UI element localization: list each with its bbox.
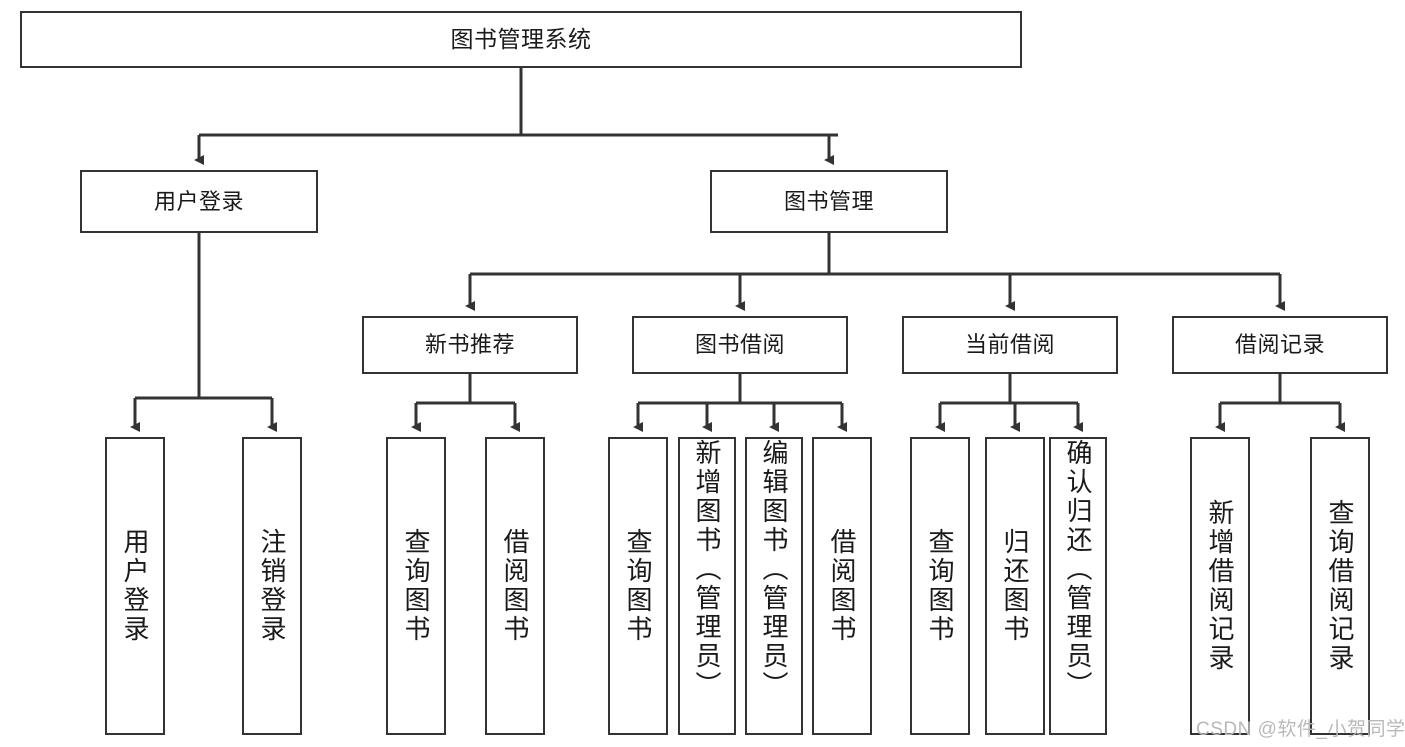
node-label: 新增图书（管理员） bbox=[692, 439, 722, 700]
leaf-logout-login[interactable]: 注销登录 bbox=[242, 437, 302, 735]
node-root-system[interactable]: 图书管理系统 bbox=[20, 11, 1022, 68]
leaf-edit-book-admin[interactable]: 编辑图书（管理员） bbox=[745, 437, 803, 735]
node-label: 图书借阅 bbox=[694, 332, 785, 358]
node-label: 新书推荐 bbox=[424, 332, 515, 358]
node-label: 用户登录 bbox=[120, 528, 150, 644]
watermark-text: CSDN @软件_小贺同学 bbox=[1196, 719, 1405, 740]
node-new-book-recommend[interactable]: 新书推荐 bbox=[362, 316, 578, 374]
leaf-add-borrow-record[interactable]: 新增借阅记录 bbox=[1190, 437, 1250, 735]
node-label: 借阅图书 bbox=[500, 528, 530, 644]
node-label: 新增借阅记录 bbox=[1205, 499, 1235, 673]
node-current-borrow[interactable]: 当前借阅 bbox=[902, 316, 1118, 374]
node-book-management[interactable]: 图书管理 bbox=[710, 170, 948, 233]
leaf-user-login[interactable]: 用户登录 bbox=[105, 437, 165, 735]
leaf-borrow-book-recommend[interactable]: 借阅图书 bbox=[485, 437, 545, 735]
leaf-confirm-return-admin[interactable]: 确认归还（管理员） bbox=[1049, 437, 1107, 735]
leaf-query-book-current[interactable]: 查询图书 bbox=[910, 437, 970, 735]
node-label: 借阅记录 bbox=[1234, 332, 1325, 358]
node-label: 图书管理系统 bbox=[450, 26, 592, 53]
node-label: 查询图书 bbox=[623, 528, 653, 644]
leaf-add-book-admin[interactable]: 新增图书（管理员） bbox=[678, 437, 736, 735]
node-label: 查询借阅记录 bbox=[1325, 499, 1355, 673]
node-label: 确认归还（管理员） bbox=[1063, 439, 1093, 700]
node-label: 查询图书 bbox=[925, 528, 955, 644]
node-label: 归还图书 bbox=[1000, 528, 1030, 644]
node-user-login[interactable]: 用户登录 bbox=[80, 170, 318, 233]
node-label: 图书管理 bbox=[783, 188, 874, 214]
node-book-borrow[interactable]: 图书借阅 bbox=[632, 316, 848, 374]
leaf-borrow-book[interactable]: 借阅图书 bbox=[812, 437, 872, 735]
node-label: 借阅图书 bbox=[827, 528, 857, 644]
leaf-query-book-recommend[interactable]: 查询图书 bbox=[386, 437, 446, 735]
node-borrow-record[interactable]: 借阅记录 bbox=[1172, 316, 1388, 374]
leaf-query-borrow-record[interactable]: 查询借阅记录 bbox=[1310, 437, 1370, 735]
leaf-return-book[interactable]: 归还图书 bbox=[985, 437, 1045, 735]
node-label: 注销登录 bbox=[257, 528, 287, 644]
node-label: 查询图书 bbox=[401, 528, 431, 644]
node-label: 当前借阅 bbox=[964, 332, 1055, 358]
node-label: 用户登录 bbox=[153, 188, 244, 214]
leaf-query-book-borrow[interactable]: 查询图书 bbox=[608, 437, 668, 735]
node-label: 编辑图书（管理员） bbox=[759, 439, 789, 700]
